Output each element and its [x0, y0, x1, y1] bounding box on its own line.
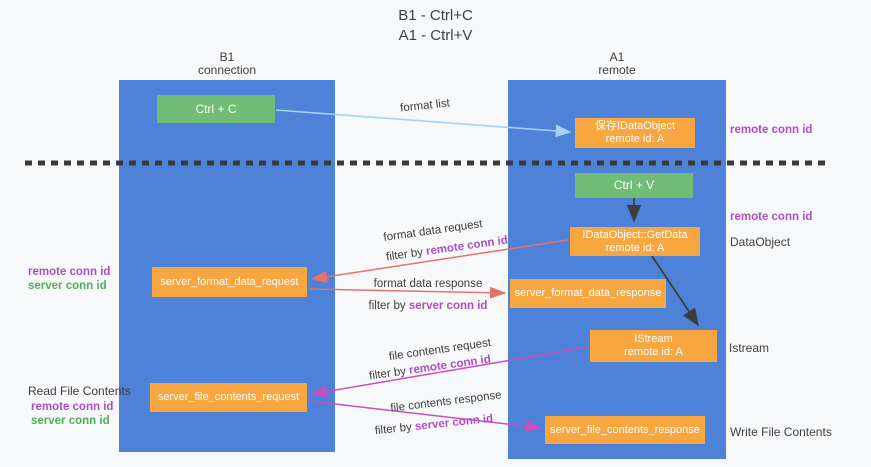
filter-by-prefix-1: filter by [385, 245, 427, 264]
ctrl-v-label: Ctrl + V [613, 178, 655, 192]
server-conn-id-filter-1: server conn id [408, 300, 488, 312]
idataobject-getdata-line2: remote id: A [605, 241, 665, 254]
filter-by-prefix-4: filter by [374, 421, 416, 438]
remote-conn-id-filter-1: remote conn id [425, 234, 509, 258]
read-file-contents-annotation: Read File Contents [28, 384, 131, 398]
column-a1-name: A1 [609, 50, 625, 64]
filter-by-server-2: filter by server conn id [374, 413, 493, 437]
server-file-contents-request-box: server_file_contents_request [150, 383, 307, 412]
filter-by-server-1: filter by server conn id [369, 300, 488, 312]
remote-conn-id-right-1: remote conn id [730, 124, 813, 136]
ctrl-c-box: Ctrl + C [157, 95, 275, 123]
istream-line1: IStream [634, 333, 673, 345]
istream-line2: remote id: A [624, 346, 683, 358]
filter-by-prefix-3: filter by [368, 364, 410, 383]
server-file-contents-request-label: server_file_contents_request [157, 391, 300, 403]
server-conn-id-left-2: server conn id [31, 415, 110, 427]
title-line-1: B1 - Ctrl+C [398, 7, 473, 24]
column-header-a1: A1 remote [508, 51, 726, 77]
istream-annotation: Istream [729, 341, 770, 355]
filter-by-prefix-2: filter by [368, 300, 409, 312]
server-file-contents-response-box: server_file_contents_response [545, 416, 705, 444]
column-b1-name: B1 [219, 50, 235, 64]
remote-conn-id-left-2: remote conn id [31, 401, 114, 413]
idataobject-getdata-box: IDataObject::GetData remote id: A [570, 227, 700, 256]
column-header-b1: B1 connection [119, 51, 335, 77]
server-conn-id-filter-2: server conn id [414, 412, 494, 433]
remote-conn-id-right-2: remote conn id [730, 211, 813, 223]
server-format-data-response-label: server_format_data_response [514, 287, 662, 299]
filter-by-remote-2: filter by remote conn id [368, 354, 491, 383]
title-line-2: A1 - Ctrl+V [398, 27, 473, 44]
save-idataobject-box: 保存IDataObject remote id: A [575, 118, 695, 148]
format-data-response-label: format data response [373, 278, 483, 290]
ctrl-c-label: Ctrl + C [195, 101, 237, 116]
file-contents-response-label: file contents response [389, 389, 503, 415]
server-format-data-request-label: server_format_data_request [160, 275, 299, 288]
write-file-contents-annotation: Write File Contents [730, 425, 832, 439]
server-file-contents-response-label: server_file_contents_response [550, 423, 700, 436]
server-format-data-response-box: server_format_data_response [510, 279, 666, 308]
istream-box: IStream remote id: A [590, 330, 717, 362]
remote-conn-id-left-1: remote conn id [28, 266, 111, 278]
idataobject-getdata-line1: IDataObject::GetData [582, 228, 688, 241]
save-idataobject-line2: remote id: A [605, 133, 665, 145]
server-conn-id-left-1: server conn id [28, 280, 107, 292]
diagram-title: B1 - Ctrl+C A1 - Ctrl+V [0, 6, 871, 46]
format-list-label: format list [399, 97, 451, 115]
dataobject-annotation: DataObject [730, 235, 791, 249]
ctrl-v-box: Ctrl + V [575, 173, 693, 198]
save-idataobject-line1: 保存IDataObject [594, 120, 676, 132]
column-b1-sub: connection [197, 63, 257, 77]
server-format-data-request-box: server_format_data_request [152, 267, 307, 297]
column-a1-sub: remote [598, 63, 636, 77]
